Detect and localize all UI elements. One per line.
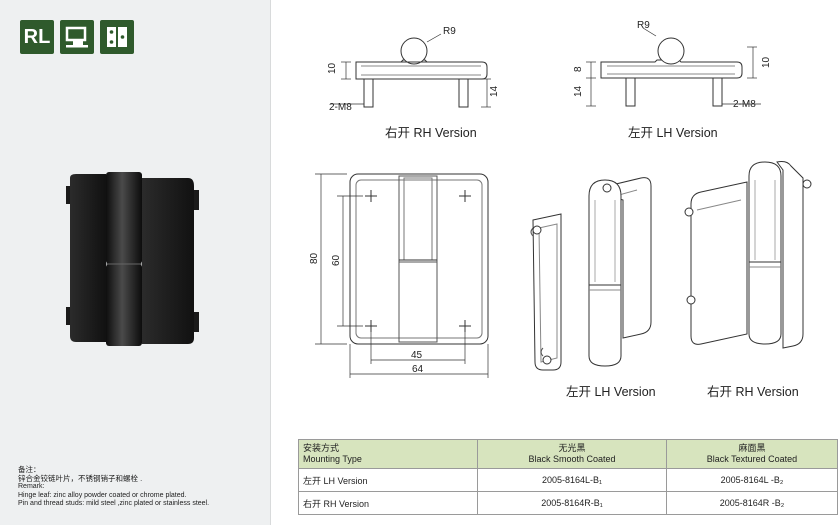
remark-en-title: Remark: [18, 483, 45, 491]
feature-badges: RL [20, 20, 134, 54]
header-mounting-type: 安装方式 Mounting Type [298, 439, 478, 469]
dim-thread-lh: 2-M8 [733, 99, 756, 110]
dim-64: 64 [412, 364, 424, 375]
header-smooth: 无光黑 Black Smooth Coated [477, 439, 667, 469]
front-view [315, 173, 489, 378]
iso-view-lh [530, 177, 652, 371]
dim-45: 45 [411, 350, 423, 361]
table-row: 右开 RH Version 2005-8164R-B₁ 2005-8164R -… [298, 491, 838, 515]
caption-side-rh: 右开 RH Version [385, 125, 477, 140]
table-row: 左开 LH Version 2005-8164L-B₁ 2005-8164L -… [298, 468, 838, 492]
header-cn: 麻面黑 [738, 443, 766, 453]
header-textured: 麻面黑 Black Textured Coated [666, 439, 838, 469]
side-view-rh [331, 33, 491, 108]
header-cn: 安装方式 [303, 443, 340, 453]
hinge-leaf-icon [100, 20, 134, 54]
dim-14-rh: 14 [489, 85, 500, 97]
remark-cn: 锌合金铰链叶片，不锈钢销子和螺栓 . [18, 473, 143, 483]
dim-8-lh: 8 [573, 66, 584, 72]
header-en: Black Textured Coated [706, 454, 798, 464]
cell-textured-code: 2005-8164L -B₂ [666, 468, 838, 492]
mount-surface-icon [60, 20, 94, 54]
cell-mounting-type: 左开 LH Version [298, 468, 478, 492]
dim-80: 80 [309, 252, 320, 264]
rl-badge: RL [20, 20, 54, 54]
dim-10-rh: 10 [327, 62, 338, 74]
caption-iso-rh: 右开 RH Version [707, 384, 799, 399]
hinge-photo [62, 172, 212, 357]
cell-smooth-code: 2005-8164R-B₁ [477, 491, 667, 515]
side-view-lh [586, 27, 761, 107]
dim-14-lh: 14 [573, 85, 584, 97]
remark-title: 备注： [18, 465, 41, 474]
dim-60: 60 [331, 254, 342, 266]
technical-drawing: R9 10 14 2-M8 右开 RH Version R9 8 14 10 2… [309, 20, 812, 399]
iso-view-rh [684, 161, 812, 349]
header-en: Black Smooth Coated [528, 454, 616, 464]
header-cn: 无光黑 [558, 443, 586, 453]
remark-notes: 备注： 锌合金铰链叶片，不锈钢销子和螺栓 . Remark: Hinge lea… [18, 465, 263, 509]
header-en: Mounting Type [303, 454, 362, 464]
product-panel: RL [0, 0, 271, 525]
cell-mounting-type: 右开 RH Version [298, 491, 478, 515]
cell-smooth-code: 2005-8164L-B₁ [477, 468, 667, 492]
cell-textured-code: 2005-8164R -B₂ [666, 491, 838, 515]
remark-line-2: Pin and thread studs: mild steel ,zinc p… [18, 500, 210, 508]
remark-line-1: Hinge leaf: zinc alloy powder coated or … [18, 491, 187, 499]
dim-10-lh: 10 [761, 56, 772, 68]
table-header-row: 安装方式 Mounting Type 无光黑 Black Smooth Coat… [298, 439, 838, 469]
spec-table: 安装方式 Mounting Type 无光黑 Black Smooth Coat… [298, 439, 838, 515]
dim-thread-rh: 2-M8 [329, 102, 352, 113]
caption-side-lh: 左开 LH Version [628, 125, 718, 140]
caption-iso-lh: 左开 LH Version [566, 384, 656, 399]
dim-r9-rh: R9 [443, 26, 456, 37]
dim-r9-lh: R9 [637, 20, 650, 31]
